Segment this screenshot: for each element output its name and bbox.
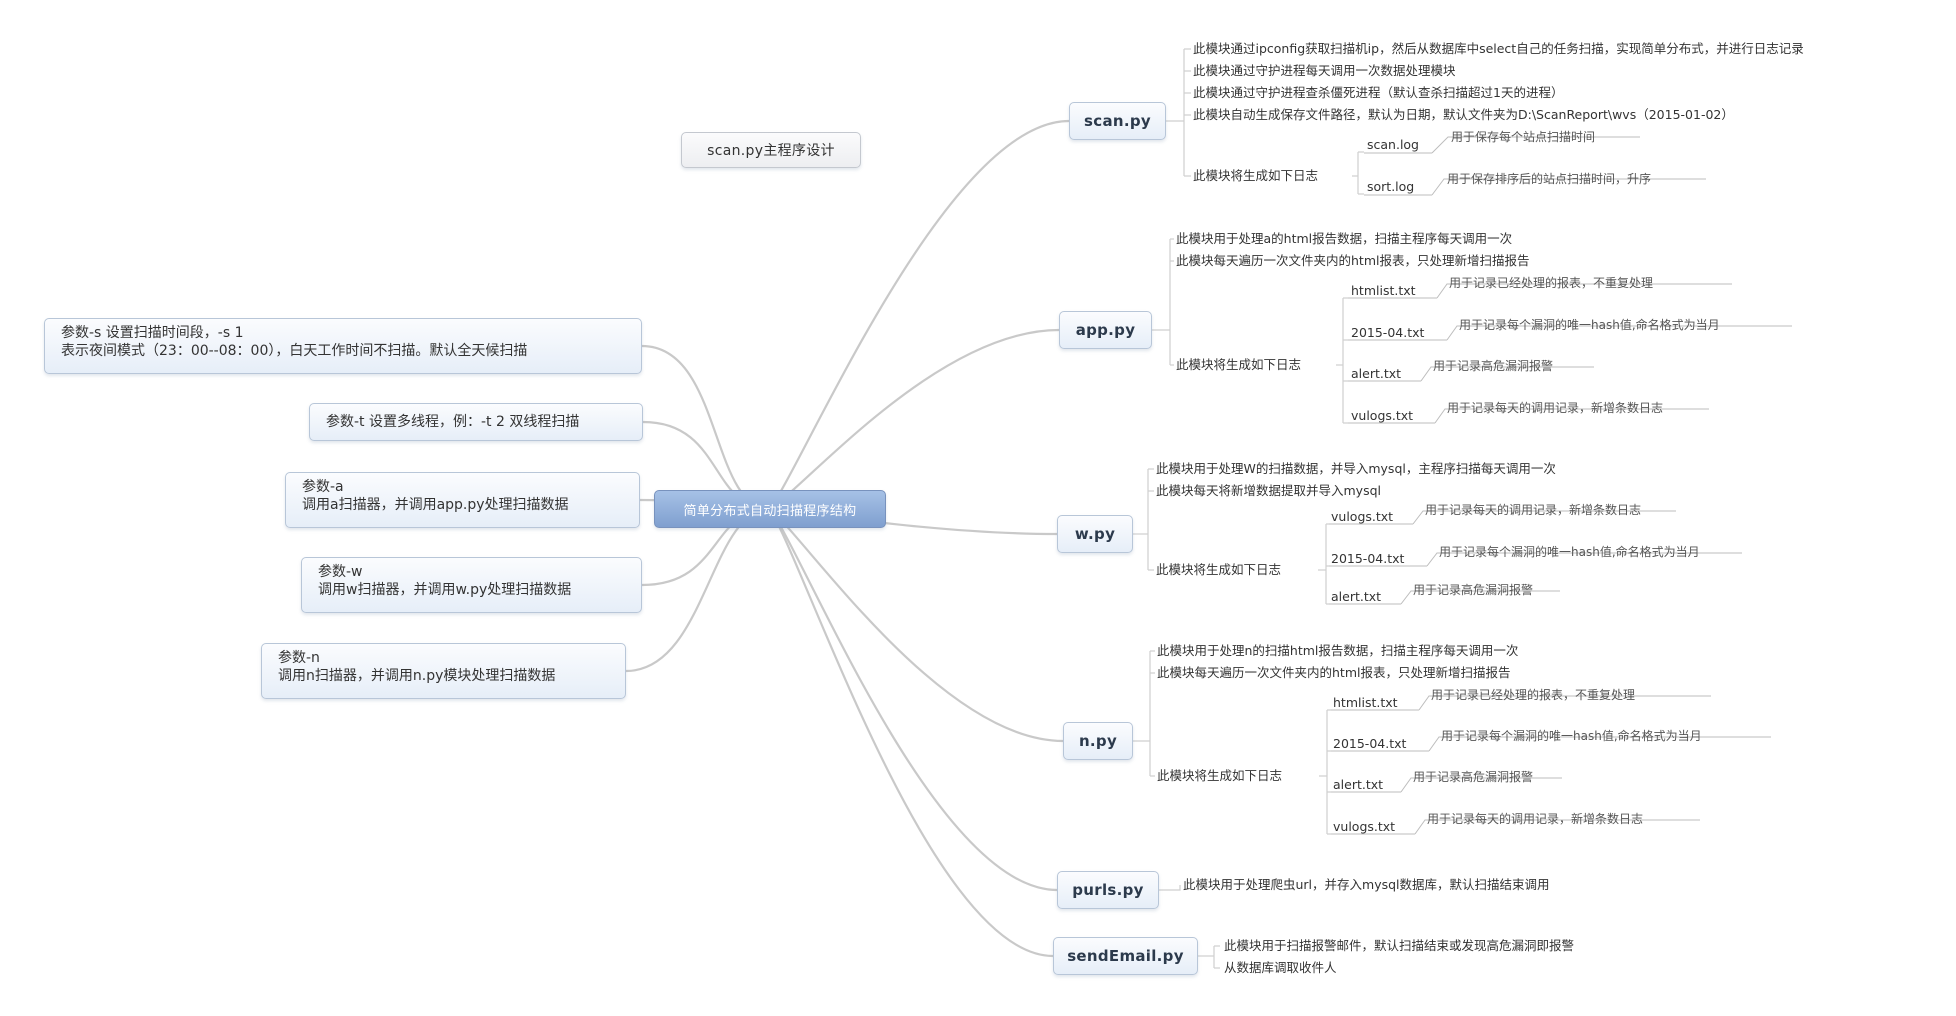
scan-log-desc-1: 用于保存每个站点扫描时间 (1451, 130, 1596, 144)
scan-desc-line-2 (1431, 178, 1706, 196)
n-note-2: 此模块每天遍历一次文件夹内的html报表，只处理新增扫描报告 (1157, 665, 1511, 680)
w-note-2: 此模块每天将新增数据提取并导入mysql (1156, 483, 1381, 498)
scan-note-2: 此模块通过守护进程每天调用一次数据处理模块 (1193, 63, 1456, 78)
connector-to-param-s (641, 344, 771, 511)
app-note-2: 此模块每天遍历一次文件夹内的html报表，只处理新增扫描报告 (1176, 253, 1530, 268)
param-s-node[interactable]: 参数-s 设置扫描时间段，-s 1 表示夜间模式（23：00--08：00），白… (44, 318, 642, 374)
param-a-node[interactable]: 参数-a 调用a扫描器，并调用app.py处理扫描数据 (285, 472, 640, 528)
app-desc-line-3 (1420, 366, 1594, 382)
param-n-line1: 参数-n (278, 650, 320, 666)
n-log-desc-4: 用于记录每天的调用记录，新增条数日志 (1427, 812, 1644, 826)
connector-to-n (769, 508, 1064, 743)
connector-to-purls (769, 508, 1058, 892)
app-log-label: 此模块将生成如下日志 (1176, 357, 1302, 372)
scan-desc-line-1 (1431, 136, 1640, 154)
scan-note-3: 此模块通过守护进程查杀僵死进程（默认查杀扫描超过1天的进程） (1193, 85, 1564, 100)
scan-log-file-1: scan.log (1367, 137, 1419, 152)
app-log-file-4: vulogs.txt (1351, 408, 1414, 423)
app-log-desc-4: 用于记录每天的调用记录，新增条数日志 (1447, 401, 1664, 415)
scan-note-4: 此模块自动生成保存文件路径，默认为日期，默认文件夹为D:\ScanReport\… (1193, 107, 1734, 122)
app-log-desc-1: 用于记录已经处理的报表，不重复处理 (1449, 276, 1654, 290)
purls-note-1: 此模块用于处理爬虫url，并存入mysql数据库，默认扫描结束调用 (1183, 877, 1550, 892)
module-w-node[interactable]: w.py (1057, 515, 1133, 553)
param-w-line1: 参数-w (318, 564, 363, 580)
module-sendemail-node[interactable]: sendEmail.py (1053, 937, 1198, 975)
app-log-desc-2: 用于记录每个漏洞的唯一hash值,命名格式为当月 (1459, 318, 1720, 332)
param-s-line1: 参数-s 设置扫描时间段，-s 1 (61, 325, 244, 341)
w-log-desc-2: 用于记录每个漏洞的唯一hash值,命名格式为当月 (1439, 545, 1700, 559)
connector-to-param-n (625, 507, 771, 673)
app-log-desc-3: 用于记录高危漏洞报警 (1433, 359, 1554, 373)
purls-stem (1159, 885, 1181, 891)
app-log-file-1: htmlist.txt (1351, 283, 1416, 298)
param-n-line2: 调用n扫描器，并调用n.py模块处理扫描数据 (278, 668, 556, 684)
module-scan-node[interactable]: scan.py (1069, 102, 1166, 140)
w-log-file-1: vulogs.txt (1331, 509, 1394, 524)
n-desc-line-1 (1418, 695, 1711, 711)
w-log-desc-1: 用于记录每天的调用记录，新增条数日志 (1425, 503, 1642, 517)
w-desc-line-2 (1426, 552, 1742, 567)
module-app-node[interactable]: app.py (1059, 311, 1152, 349)
n-log-file-1: htmlist.txt (1333, 695, 1398, 710)
n-log-label: 此模块将生成如下日志 (1157, 768, 1283, 783)
n-log-desc-3: 用于记录高危漏洞报警 (1413, 770, 1534, 784)
n-note-1: 此模块用于处理n的扫描html报告数据，扫描主程序每天调用一次 (1157, 643, 1519, 658)
param-a-line2: 调用a扫描器，并调用app.py处理扫描数据 (302, 497, 569, 513)
param-t-node[interactable]: 参数-t 设置多线程，例：-t 2 双线程扫描 (309, 403, 643, 441)
app-note-1: 此模块用于处理a的html报告数据，扫描主程序每天调用一次 (1176, 231, 1513, 246)
n-log-desc-2: 用于记录每个漏洞的唯一hash值,命名格式为当月 (1441, 729, 1702, 743)
app-desc-line-4 (1434, 408, 1709, 424)
scan-note-1: 此模块通过ipconfig获取扫描机ip，然后从数据库中select自己的任务扫… (1193, 41, 1804, 56)
n-log-file-3: alert.txt (1333, 777, 1384, 792)
param-w-line2: 调用w扫描器，并调用w.py处理扫描数据 (318, 582, 572, 598)
n-desc-line-3 (1400, 777, 1562, 793)
scan-log-file-2: sort.log (1367, 179, 1415, 194)
app-log-file-2: 2015-04.txt (1351, 325, 1425, 340)
param-t-line1: 参数-t 设置多线程，例：-t 2 双线程扫描 (326, 414, 580, 430)
w-log-file-3: alert.txt (1331, 589, 1382, 604)
w-log-label: 此模块将生成如下日志 (1156, 562, 1282, 577)
module-purls-node[interactable]: purls.py (1057, 871, 1159, 909)
send-note-2: 从数据库调取收件人 (1224, 960, 1337, 975)
param-w-node[interactable]: 参数-w 调用w扫描器，并调用w.py处理扫描数据 (301, 557, 642, 613)
title-node[interactable]: scan.py主程序设计 (681, 132, 861, 168)
param-a-line1: 参数-a (302, 479, 344, 495)
app-desc-line-1 (1436, 283, 1732, 299)
w-log-file-2: 2015-04.txt (1331, 551, 1405, 566)
w-log-desc-3: 用于记录高危漏洞报警 (1413, 583, 1534, 597)
w-desc-line-3 (1400, 590, 1560, 605)
scan-log-label: 此模块将生成如下日志 (1193, 168, 1319, 183)
module-n-node[interactable]: n.py (1063, 722, 1133, 760)
n-log-file-2: 2015-04.txt (1333, 736, 1407, 751)
connector-to-scan (769, 119, 1070, 510)
connector-to-app (769, 328, 1060, 510)
app-log-file-3: alert.txt (1351, 366, 1402, 381)
central-topic[interactable]: 简单分布式自动扫描程序结构 (654, 490, 886, 528)
app-desc-line-2 (1446, 325, 1792, 341)
connector-to-send (769, 508, 1054, 958)
n-log-file-4: vulogs.txt (1333, 819, 1396, 834)
n-desc-line-4 (1414, 819, 1700, 835)
w-note-1: 此模块用于处理W的扫描数据，并导入mysql，主程序扫描每天调用一次 (1156, 461, 1556, 476)
send-note-1: 此模块用于扫描报警邮件，默认扫描结束或发现高危漏洞即报警 (1224, 938, 1575, 953)
param-s-line2: 表示夜间模式（23：00--08：00），白天工作时间不扫描。默认全天候扫描 (61, 343, 528, 359)
param-n-node[interactable]: 参数-n 调用n扫描器，并调用n.py模块处理扫描数据 (261, 643, 626, 699)
n-desc-line-2 (1428, 736, 1771, 752)
scan-log-desc-2: 用于保存排序后的站点扫描时间，升序 (1447, 172, 1652, 186)
w-desc-line-1 (1412, 510, 1676, 525)
n-log-desc-1: 用于记录已经处理的报表，不重复处理 (1431, 688, 1636, 702)
